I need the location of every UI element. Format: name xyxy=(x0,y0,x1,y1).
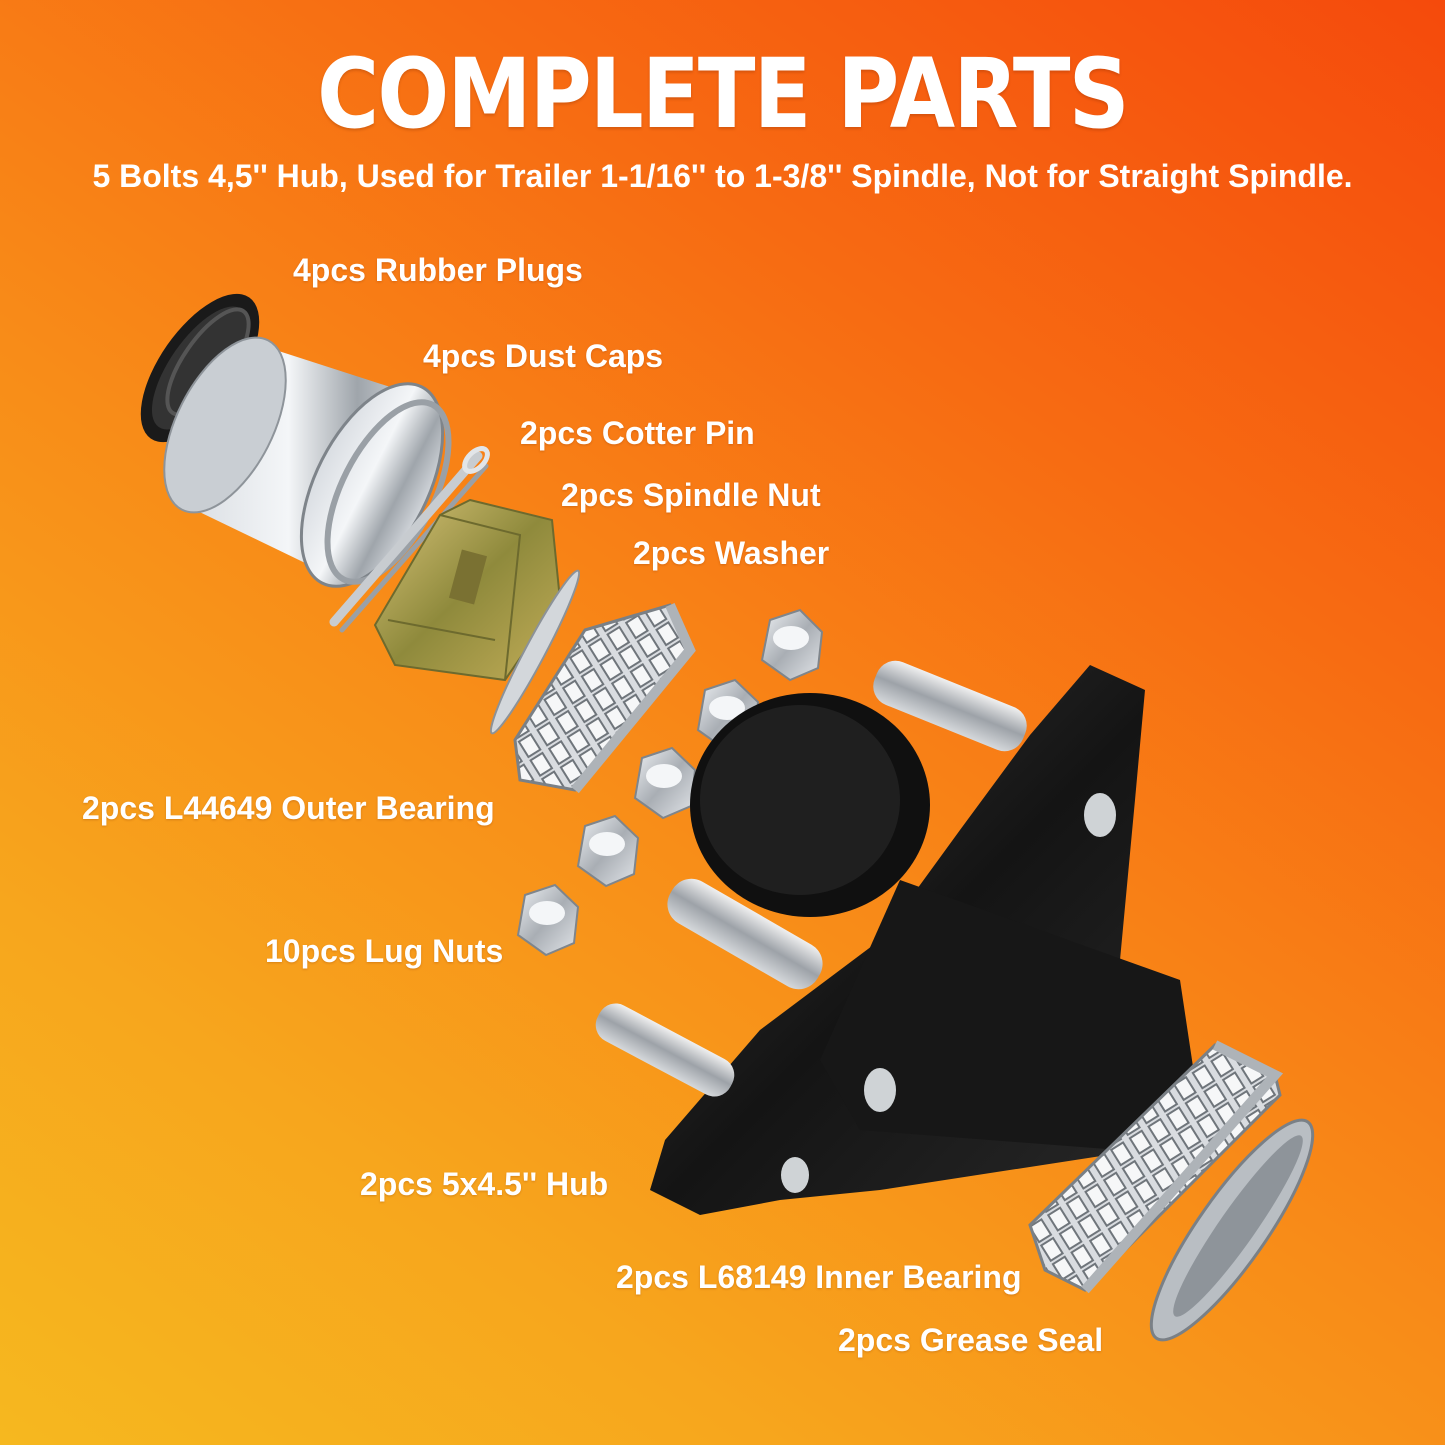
label-lug-nuts: 10pcs Lug Nuts xyxy=(265,933,504,969)
label-cotter-pin: 2pcs Cotter Pin xyxy=(520,415,755,451)
inner-bearing xyxy=(1028,1040,1284,1294)
label-hub: 2pcs 5x4.5'' Hub xyxy=(360,1166,609,1202)
washer xyxy=(489,569,581,735)
label-dust-caps: 4pcs Dust Caps xyxy=(423,338,664,374)
lug-nut xyxy=(576,814,640,888)
lug-nuts xyxy=(516,608,824,957)
page-title: COMPLETE PARTS xyxy=(317,38,1129,150)
lug-nut xyxy=(760,608,824,682)
page-subtitle: 5 Bolts 4,5'' Hub, Used for Trailer 1-1/… xyxy=(92,158,1353,194)
grease-seal xyxy=(1149,1118,1315,1342)
outer-bearing xyxy=(513,602,696,794)
label-washer: 2pcs Washer xyxy=(633,535,830,571)
label-inner-bearing: 2pcs L68149 Inner Bearing xyxy=(616,1259,1022,1295)
label-outer-bearing: 2pcs L44649 Outer Bearing xyxy=(82,790,495,826)
hub-assembly xyxy=(595,660,1195,1215)
label-spindle-nut: 2pcs Spindle Nut xyxy=(561,477,821,513)
lug-nut xyxy=(516,883,580,957)
lug-nut xyxy=(633,746,697,820)
label-rubber-plugs: 4pcs Rubber Plugs xyxy=(293,252,583,288)
spindle-nut xyxy=(373,498,562,682)
cotter-pin xyxy=(329,446,490,633)
dust-cap xyxy=(163,336,452,588)
label-grease-seal: 2pcs Grease Seal xyxy=(838,1322,1104,1358)
